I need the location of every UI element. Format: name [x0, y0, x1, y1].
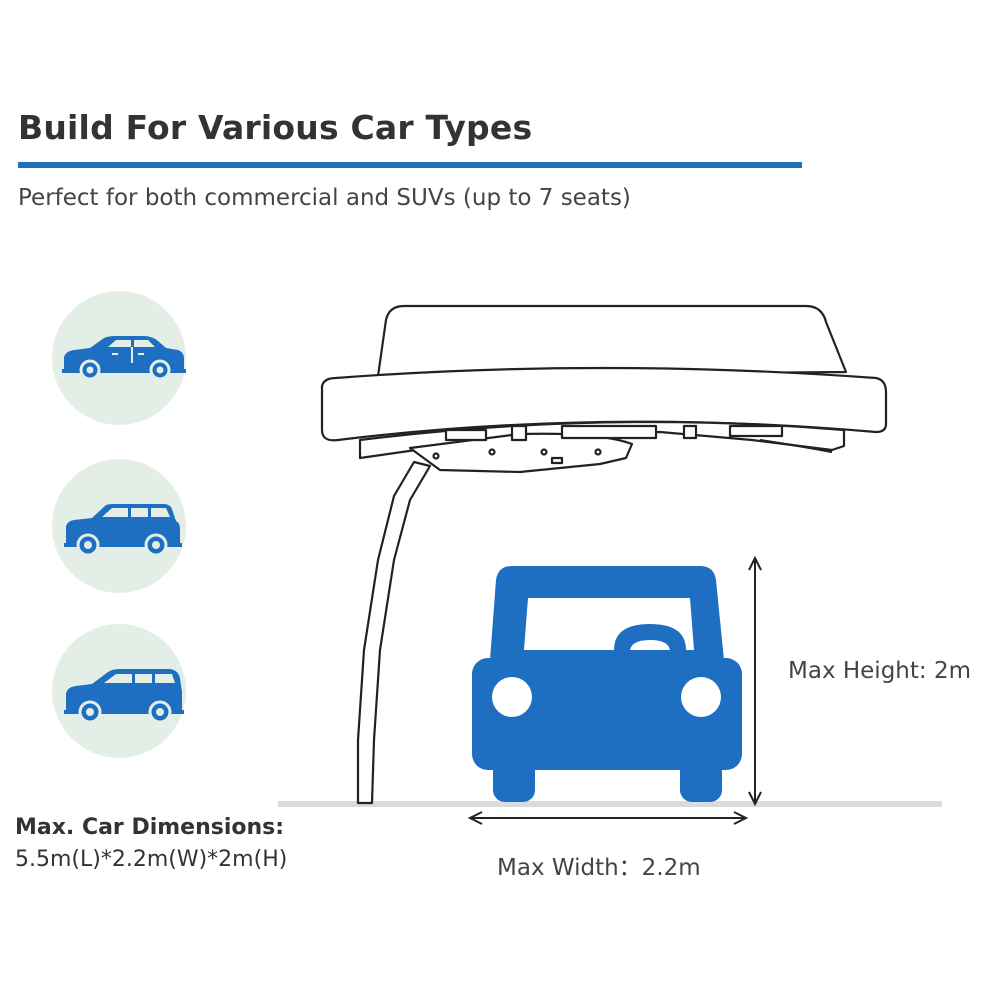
page-subtitle: Perfect for both commercial and SUVs (up…: [18, 185, 631, 211]
car-front-view: [472, 566, 742, 802]
max-dimensions-heading: Max. Car Dimensions:: [15, 815, 285, 840]
car-type-suv: [52, 459, 186, 593]
ground-line: [278, 801, 942, 807]
suv-icon: [64, 504, 182, 557]
title-underline: [18, 162, 802, 168]
max-width-arrow: [467, 811, 749, 825]
max-dimensions-value: 5.5m(L)*2.2m(W)*2m(H): [15, 847, 288, 872]
sedan-icon: [62, 336, 186, 381]
max-height-label: Max Height: 2m: [788, 658, 971, 684]
machine-support-pillar: [356, 460, 432, 805]
minivan-icon: [64, 669, 184, 724]
car-type-minivan: [52, 624, 186, 758]
max-height-arrow: [748, 555, 762, 807]
wash-machine-canopy: [320, 304, 888, 474]
page-title: Build For Various Car Types: [18, 108, 533, 147]
max-width-label: Max Width：2.2m: [497, 855, 701, 881]
car-type-sedan: [52, 291, 186, 425]
